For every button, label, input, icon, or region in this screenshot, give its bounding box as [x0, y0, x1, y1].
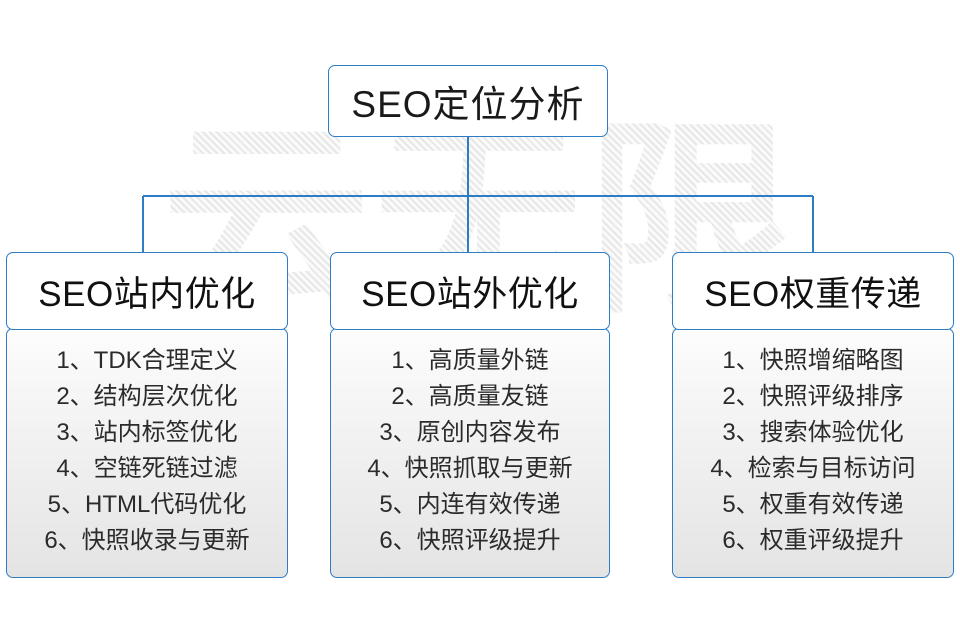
- list-item: 1、高质量外链: [391, 347, 549, 375]
- list-item: 5、内连有效传递: [379, 491, 561, 519]
- branch-header-3[interactable]: SEO权重传递: [672, 252, 954, 330]
- branch-header-label-2: SEO站外优化: [361, 274, 579, 314]
- list-item: 1、TDK合理定义: [56, 347, 238, 375]
- root-node-label: SEO定位分析: [351, 84, 585, 125]
- list-item: 2、高质量友链: [391, 383, 549, 411]
- list-item: 6、快照评级提升: [379, 527, 561, 555]
- list-item: 3、搜索体验优化: [722, 419, 904, 447]
- branch-list-2: 1、高质量外链 2、高质量友链 3、原创内容发布 4、快照抓取与更新 5、内连有…: [330, 328, 610, 579]
- list-item: 5、权重有效传递: [722, 491, 904, 519]
- list-item: 5、HTML代码优化: [47, 491, 247, 519]
- list-item: 4、检索与目标访问: [710, 455, 916, 483]
- list-item: 3、原创内容发布: [379, 419, 561, 447]
- list-item: 4、快照抓取与更新: [367, 455, 573, 483]
- branch-header-label-3: SEO权重传递: [704, 274, 922, 314]
- list-item: 4、空链死链过滤: [56, 455, 238, 483]
- branch-list-3: 1、快照增缩略图 2、快照评级排序 3、搜索体验优化 4、检索与目标访问 5、权…: [672, 328, 954, 579]
- list-item: 3、站内标签优化: [56, 419, 238, 447]
- branch-column-1: SEO站内优化 1、TDK合理定义 2、结构层次优化 3、站内标签优化 4、空链…: [6, 252, 288, 579]
- branch-header-1[interactable]: SEO站内优化: [6, 252, 288, 330]
- list-item: 2、结构层次优化: [56, 383, 238, 411]
- list-item: 1、快照增缩略图: [722, 347, 904, 375]
- branch-header-label-1: SEO站内优化: [38, 274, 256, 314]
- list-item: 2、快照评级排序: [722, 383, 904, 411]
- list-item: 6、快照收录与更新: [44, 527, 250, 555]
- branch-header-2[interactable]: SEO站外优化: [330, 252, 610, 330]
- list-item: 6、权重评级提升: [722, 527, 904, 555]
- branch-column-2: SEO站外优化 1、高质量外链 2、高质量友链 3、原创内容发布 4、快照抓取与…: [330, 252, 610, 579]
- branch-column-3: SEO权重传递 1、快照增缩略图 2、快照评级排序 3、搜索体验优化 4、检索与…: [672, 252, 954, 579]
- root-node[interactable]: SEO定位分析: [328, 65, 608, 137]
- branch-list-1: 1、TDK合理定义 2、结构层次优化 3、站内标签优化 4、空链死链过滤 5、H…: [6, 328, 288, 579]
